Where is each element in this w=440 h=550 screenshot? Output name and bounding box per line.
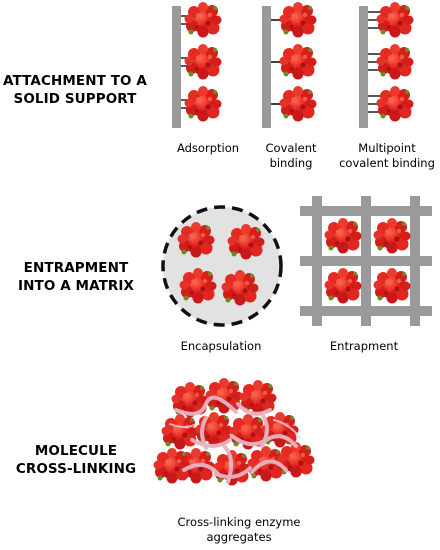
cross-link-strand	[169, 423, 197, 428]
cross-link-strand	[273, 419, 301, 439]
caption-cross-linking: Cross-linking enzyme aggregates	[164, 515, 314, 545]
enzyme-molecule-icon	[184, 86, 222, 122]
cross-linking-figure	[153, 378, 315, 486]
title-attachment-line2: SOLID SUPPORT	[13, 91, 137, 107]
cross-link-strand	[222, 444, 234, 484]
caption-cross-linking-line2: aggregates	[206, 530, 272, 544]
title-cross-linking: MOLECULE CROSS-LINKING	[6, 442, 146, 478]
title-entrapment-line2: INTO A MATRIX	[17, 278, 135, 294]
title-entrapment: ENTRAPMENT INTO A MATRIX	[6, 259, 146, 295]
cross-link-strand	[182, 462, 220, 476]
enzyme-molecule-icon	[279, 2, 317, 38]
title-cross-linking-line1: MOLECULE	[34, 443, 118, 459]
cross-link-strand	[190, 438, 232, 448]
entrapment-figure	[300, 196, 432, 326]
enzyme-molecule-icon	[279, 86, 317, 122]
title-cross-linking-line2: CROSS-LINKING	[15, 461, 137, 477]
enzyme-molecule-icon	[324, 218, 362, 254]
caption-covalent-line1: Covalent	[265, 141, 317, 155]
solid-support-bar	[172, 6, 181, 128]
caption-adsorption-line1: Adsorption	[176, 141, 240, 155]
enzyme-molecule-icon	[205, 378, 243, 414]
cross-link-strand	[236, 402, 272, 416]
capsule	[161, 205, 283, 327]
enzyme-molecule-icon	[279, 44, 317, 80]
title-attachment-line1: ATTACHMENT TO A	[3, 73, 147, 89]
enzyme-molecule-icon	[161, 414, 199, 450]
solid-support-bar	[262, 6, 271, 128]
cross-link-strand	[250, 459, 288, 474]
caption-entrapment: Entrapment	[316, 339, 412, 354]
title-entrapment-line1: ENTRAPMENT	[23, 260, 129, 276]
caption-covalent-binding: Covalent binding	[256, 141, 326, 171]
solid-support-bar	[359, 6, 368, 128]
cross-link-strand	[200, 416, 208, 450]
matrix-grid	[300, 196, 432, 326]
encapsulation-figure	[161, 205, 283, 327]
covalent-binding-figure	[262, 2, 317, 128]
caption-multipoint-line1: Multipoint	[358, 141, 416, 155]
adsorption-figure	[172, 2, 222, 128]
cross-link-strand	[214, 466, 252, 479]
caption-cross-linking-line1: Cross-linking enzyme	[177, 515, 301, 529]
caption-entrapment-line1: Entrapment	[329, 339, 399, 353]
enzyme-molecule-icon	[373, 268, 411, 304]
enzyme-molecule-icon	[376, 86, 414, 122]
enzyme-molecule-icon	[153, 448, 191, 484]
caption-multipoint-line2: covalent binding	[339, 156, 435, 170]
enzyme-molecule-icon	[184, 2, 222, 38]
cross-link-strand	[260, 412, 269, 448]
enzyme-molecule-icon	[184, 44, 222, 80]
enzyme-molecule-icon	[373, 218, 411, 254]
caption-encapsulation-line1: Encapsulation	[180, 339, 262, 353]
title-attachment: ATTACHMENT TO A SOLID SUPPORT	[0, 72, 150, 108]
cross-link-strand	[174, 395, 238, 416]
enzyme-molecule-icon	[376, 2, 414, 38]
caption-covalent-line2: binding	[269, 156, 313, 170]
multipoint-covalent-figure	[359, 2, 414, 128]
caption-multipoint: Multipoint covalent binding	[334, 141, 440, 171]
enzyme-molecule-icon	[376, 44, 414, 80]
caption-encapsulation: Encapsulation	[166, 339, 276, 354]
caption-adsorption: Adsorption	[166, 141, 250, 156]
enzyme-molecule-icon	[324, 268, 362, 304]
